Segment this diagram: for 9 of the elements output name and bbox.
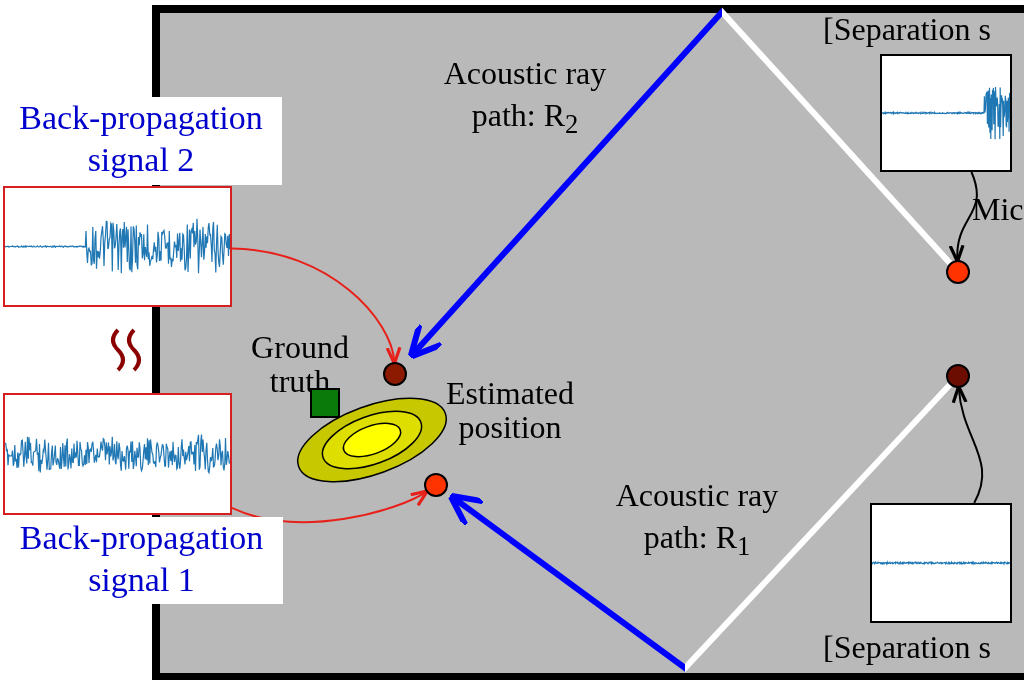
ray-arrow xyxy=(447,382,952,672)
plot-caption: [Separation s xyxy=(822,628,992,667)
mic-label: Mic xyxy=(972,192,1022,226)
edge-label: Acoustic ray path: R$_{2}$ xyxy=(442,54,608,142)
point-label: Estimated position xyxy=(445,376,575,444)
plot-caption: [Separation s xyxy=(822,10,992,49)
arrow xyxy=(231,489,430,524)
ray-arrow xyxy=(407,7,953,360)
edge-label: Acoustic ray path: R$_{1}$ xyxy=(614,476,780,564)
